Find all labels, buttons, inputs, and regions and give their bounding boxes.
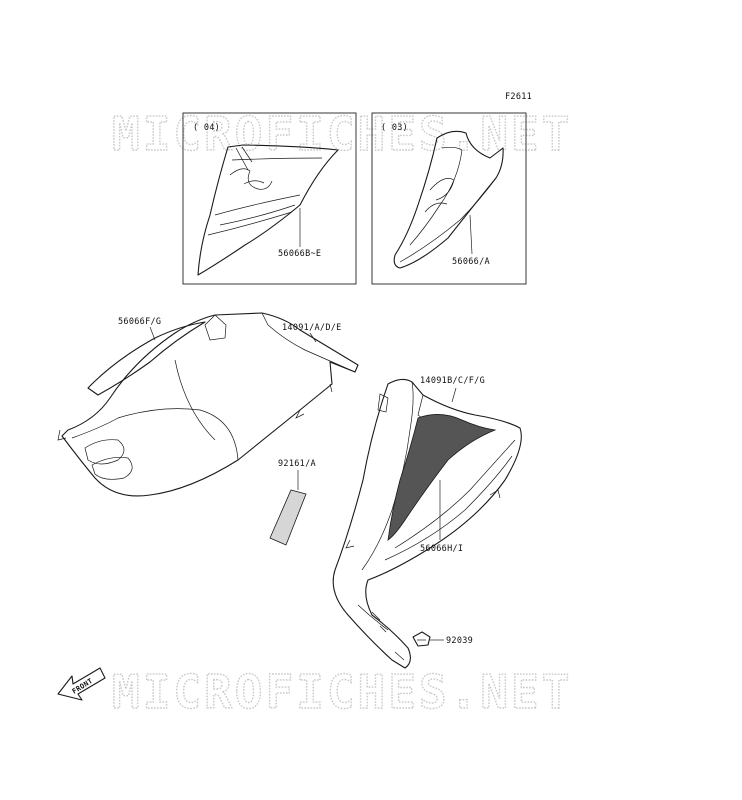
pad-92161: 92161/A bbox=[269, 459, 316, 546]
left-decal: 56066F/G bbox=[87, 317, 206, 396]
clip-92039: 92039 bbox=[412, 631, 473, 647]
right-side-cover: 14091B/C/F/G 56066H/I bbox=[332, 376, 522, 669]
label-56066f-g: 56066F/G bbox=[118, 317, 161, 327]
label-56066-a: 56066/A bbox=[452, 257, 490, 267]
figure-code: F2611 bbox=[505, 92, 532, 102]
label-92161-a: 92161/A bbox=[278, 459, 316, 469]
watermark-bottom: MICROFICHES.NET bbox=[112, 665, 572, 719]
label-14091b-c-f-g: 14091B/C/F/G bbox=[420, 376, 485, 386]
label-14091-a-d-e: 14091/A/D/E bbox=[282, 323, 342, 333]
label-56066b-e: 56066B~E bbox=[278, 249, 321, 259]
label-92039: 92039 bbox=[446, 636, 473, 646]
left-side-cover: 14091/A/D/E bbox=[57, 312, 359, 497]
inset-right-year: ( 03) bbox=[381, 123, 408, 133]
inset-box-right: ( 03) 56066/A bbox=[371, 112, 527, 285]
front-arrow: FRONT bbox=[57, 667, 106, 701]
inset-left-year: ( 04) bbox=[193, 123, 220, 133]
inset-box-left: ( 04) 56066B~E bbox=[182, 112, 357, 285]
watermark-top: MICROFICHES.NET bbox=[112, 107, 572, 161]
label-56066h-i: 56066H/I bbox=[420, 544, 463, 554]
